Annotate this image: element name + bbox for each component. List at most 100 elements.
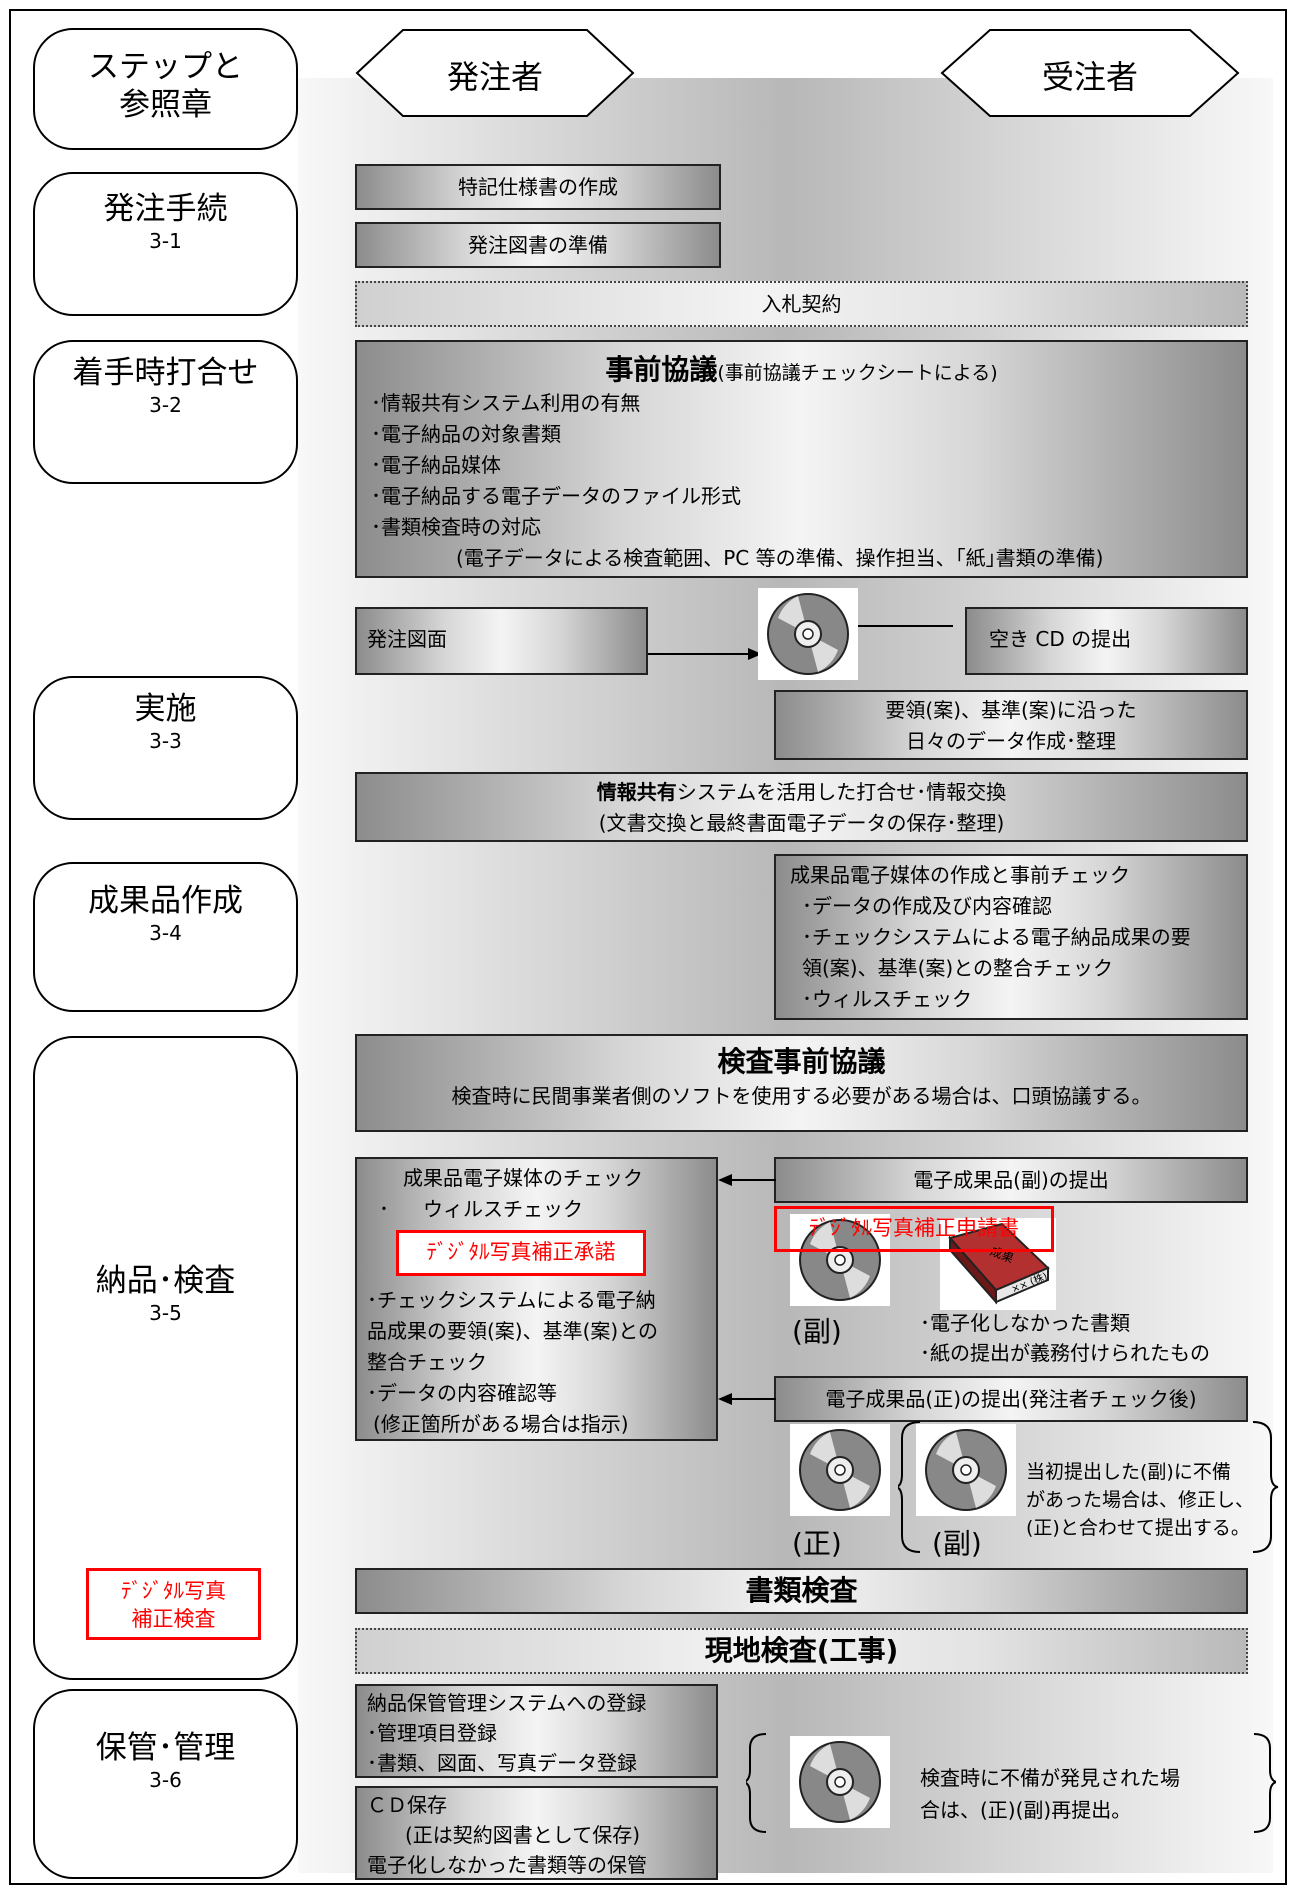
photo-inspection-line1: ﾃﾞｼﾞﾀﾙ写真 (121, 1579, 226, 1603)
cd-original-icon (790, 1424, 890, 1516)
register-item: ･書類、図面、写真データ登録 (367, 1751, 637, 1775)
deliverable-line: 領(案)、基準(案)との整合チェック (802, 956, 1114, 980)
delivery-check-box: 成果品電子媒体のチェック ･ ウィルスチェック ･チェックシステムによる電子納 品… (355, 1157, 718, 1441)
cd-storage-box: ＣＤ保存 (正は契約図書として保存) 電子化しなかった書類等の保管 (355, 1786, 718, 1880)
outer-frame (9, 9, 1287, 1885)
daily-line2: 日々のデータ作成･整理 (906, 729, 1116, 753)
daily-data-box: 要領(案)、基準(案)に沿った 日々のデータ作成･整理 (774, 690, 1248, 760)
pre-meeting-item: ･電子納品媒体 (371, 453, 501, 477)
step-title: 実施 (134, 691, 197, 727)
step-number: 3-5 (149, 1301, 182, 1325)
photo-inspection-badge: ﾃﾞｼﾞﾀﾙ写真 補正検査 (86, 1568, 261, 1640)
step-storage: 保管･管理 3-6 (33, 1689, 298, 1879)
cd-icon (758, 588, 858, 680)
original-label: (正) (792, 1527, 842, 1560)
info-share-box: 情報共有システムを活用した打合せ･情報交換 (文書交換と最終書面電子データの保存… (355, 772, 1248, 842)
pre-meeting-box: 事前協議(事前協議チェックシートによる) ･情報共有システム利用の有無 ･電子納… (355, 340, 1248, 578)
step-title: 着手時打合せ (72, 355, 259, 391)
special-spec-box: 特記仕様書の作成 (355, 164, 721, 210)
document-inspection-box: 書類検査 (355, 1568, 1248, 1614)
cd-storage-title: ＣＤ保存 (367, 1793, 447, 1817)
bid-contract-box: 入札契約 (355, 281, 1248, 327)
pre-meeting-title: 事前協議 (605, 353, 718, 386)
step-title: 納品･検査 (95, 1263, 236, 1299)
copy2-label: (副) (932, 1527, 982, 1560)
pre-meeting-subtitle: (事前協議チェックシートによる) (717, 362, 998, 384)
delivery-check-line: 品成果の要領(案)、基準(案)との (367, 1319, 659, 1343)
contractor-label: 受注者 (1041, 58, 1138, 96)
step-title: 発注手続 (103, 191, 228, 227)
inspection-pre-body: 検査時に民間事業者側のソフトを使用する必要がある場合は、口頭協議する。 (451, 1084, 1152, 1108)
cd-copy2-icon (916, 1424, 1016, 1516)
resubmit-bracket (898, 1421, 1279, 1553)
register-item: ･管理項目登録 (367, 1721, 497, 1745)
delivery-check-line: ･チェックシステムによる電子納 (367, 1288, 656, 1312)
deliverable-line: ･データの作成及び内容確認 (802, 894, 1052, 918)
contractor-hexagon (940, 29, 1240, 117)
step-number: 3-3 (149, 729, 182, 753)
pre-meeting-item: ･情報共有システム利用の有無 (371, 391, 641, 415)
inspection-pre-box: 検査事前協議 検査時に民間事業者側のソフトを使用する必要がある場合は、口頭協議す… (355, 1034, 1248, 1132)
note-line: があった場合は、修正し、 (1026, 1489, 1255, 1511)
deliverable-line: 成果品電子媒体の作成と事前チェック (790, 863, 1130, 887)
info-share-bold: 情報共有 (596, 780, 677, 804)
book-icon (940, 1218, 1056, 1310)
delivery-check-line: ･データの内容確認等 (367, 1381, 557, 1405)
delivery-check-title: 成果品電子媒体のチェック (403, 1166, 643, 1190)
step-title: 成果品作成 (88, 883, 243, 919)
delivery-check-line: 整合チェック (367, 1350, 487, 1374)
pre-meeting-note: (電子データによる検査範囲、PC 等の準備、操作担当、｢紙｣書類の準備) (456, 546, 1104, 570)
virus-check: ウィルスチェック (423, 1197, 583, 1221)
info-share-rest: システムを活用した打合せ･情報交換 (676, 780, 1007, 804)
register-box: 納品保管管理システムへの登録 ･管理項目登録 ･書類、図面、写真データ登録 (355, 1684, 718, 1778)
site-inspection-box: 現地検査(工事) (355, 1628, 1248, 1674)
orderer-label: 発注者 (446, 58, 543, 96)
inspection-pre-title: 検査事前協議 (717, 1045, 886, 1078)
paper-item: ･紙の提出が義務付けられたもの (920, 1341, 1210, 1365)
copy-submit-arrow (718, 1174, 776, 1186)
step-ordering: 発注手続 3-1 (33, 172, 298, 316)
note-line: 当初提出した(副)に不備 (1026, 1461, 1231, 1483)
resubmit-note: 当初提出した(副)に不備 があった場合は、修正し、 (正)と合わせて提出する。 (1026, 1458, 1254, 1542)
original-submit-box: 電子成果品(正)の提出(発注者チェック後) (774, 1376, 1248, 1422)
order-docs-box: 発注図書の準備 (355, 222, 721, 268)
pre-meeting-item: ･電子納品の対象書類 (371, 422, 561, 446)
storage-resubmit-note: 検査時に不備が発見された場 合は、(正)(副)再提出。 (920, 1762, 1180, 1826)
paper-item: ･電子化しなかった書類 (920, 1311, 1130, 1335)
step-number: 3-2 (149, 393, 182, 417)
info-share-line2: (文書交換と最終書面電子データの保存･整理) (598, 811, 1005, 835)
step-kickoff: 着手時打合せ 3-2 (33, 340, 298, 484)
paper-items: ･電子化しなかった書類 ･紙の提出が義務付けられたもの (920, 1308, 1210, 1368)
storage-note-line: 検査時に不備が発見された場 (920, 1766, 1180, 1790)
order-drawing-box: 発注図面 (355, 607, 648, 675)
step-title: 保管･管理 (95, 1730, 236, 1766)
virus-dot: ･ (379, 1197, 389, 1221)
photo-inspection-line2: 補正検査 (131, 1607, 216, 1631)
cd-storage-icon (790, 1736, 890, 1828)
deliverable-line: ･チェックシステムによる電子納品成果の要 (802, 925, 1191, 949)
pre-meeting-item: ･電子納品する電子データのファイル形式 (371, 484, 741, 508)
step-number: 3-6 (149, 1768, 182, 1792)
photo-approval-badge: ﾃﾞｼﾞﾀﾙ写真補正承諾 (396, 1230, 646, 1276)
copy-submit-box: 電子成果品(副)の提出 (774, 1157, 1248, 1203)
cd-copy-icon (790, 1214, 890, 1306)
deliverable-line: ･ウィルスチェック (802, 987, 972, 1011)
step-header: ステップと 参照章 (33, 28, 298, 150)
delivery-check-line: (修正箇所がある場合は指示) (373, 1412, 629, 1436)
copy-label: (副) (792, 1315, 842, 1348)
step-number: 3-1 (149, 229, 182, 253)
daily-line1: 要領(案)、基準(案)に沿った (885, 698, 1137, 722)
register-title: 納品保管管理システムへの登録 (367, 1691, 647, 1715)
empty-cd-box: 空き CD の提出 (965, 607, 1248, 675)
step-header-line2: 参照章 (119, 87, 212, 123)
photo-request-badge: ﾃﾞｼﾞﾀﾙ写真補正申請書 (774, 1206, 1054, 1252)
cd-storage-item: 電子化しなかった書類等の保管 (367, 1853, 647, 1877)
step-implementation: 実施 3-3 (33, 676, 298, 820)
step-number: 3-4 (149, 921, 182, 945)
original-submit-arrow (718, 1393, 776, 1405)
cd-storage-item: (正は契約図書として保存) (405, 1823, 641, 1847)
orderer-hexagon (355, 29, 635, 117)
storage-note-line: 合は、(正)(副)再提出。 (920, 1798, 1132, 1822)
storage-bracket (746, 1733, 1276, 1833)
deliverable-box: 成果品電子媒体の作成と事前チェック ･データの作成及び内容確認 ･チェックシステ… (774, 854, 1248, 1020)
